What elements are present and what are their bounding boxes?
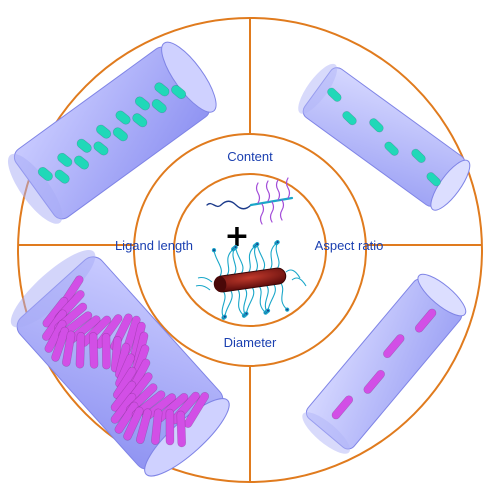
ligand-strand [254, 244, 258, 272]
cyan-rod [96, 124, 112, 139]
ligand-strand [264, 285, 269, 312]
ligand-end [255, 242, 260, 247]
ligand-end [244, 311, 249, 316]
magenta-rod [331, 395, 354, 420]
ligand-strand [213, 250, 222, 277]
magenta-rod [151, 408, 163, 445]
magenta-rod [176, 410, 187, 448]
ligand-strand [269, 242, 277, 270]
ligand-strand [232, 247, 237, 275]
label-ligand-length: Ligand length [115, 238, 193, 253]
inner-ring [173, 173, 327, 327]
ligand-strand [226, 248, 234, 276]
magenta-rods-sparse [331, 308, 437, 420]
cyan-rod [76, 138, 92, 153]
ligand-end [265, 308, 271, 313]
magenta-rod [62, 330, 76, 367]
cyan-rod [151, 99, 167, 114]
cyan-rods-sparse [327, 87, 441, 187]
ligand-strand [235, 247, 244, 274]
cyan-rod [426, 172, 441, 187]
ligand-end [233, 245, 238, 250]
cyan-rod [171, 85, 187, 100]
cyan-rods-cluster-dense [37, 82, 187, 184]
magenta-rod [123, 406, 144, 441]
ligand-strand [248, 245, 256, 273]
ligand-strand [195, 284, 211, 291]
cyan-rod [57, 152, 73, 167]
magenta-rod [51, 326, 70, 362]
ligand-strand [291, 277, 307, 287]
ligand-strand [280, 283, 288, 311]
cylinder-top-right [298, 63, 471, 211]
cyan-rod [384, 141, 399, 156]
ligand-strand [285, 269, 301, 279]
gold-nanorod [213, 267, 287, 293]
ligand-strand [243, 288, 248, 315]
cyan-rod [342, 111, 357, 126]
cyan-rod [369, 118, 384, 133]
cylinder-bottom-right [302, 273, 467, 454]
ligand-strand [259, 286, 266, 314]
ligand-end [285, 307, 290, 312]
magenta-rod [88, 332, 99, 369]
cyan-rod [327, 87, 342, 102]
label-aspect-ratio: Aspect ratio [315, 238, 384, 253]
cyan-rod [154, 82, 170, 97]
cyan-rod [411, 148, 426, 163]
magenta-rods-twisted-dense [41, 275, 210, 448]
label-content: Content [227, 149, 273, 164]
cyan-rod [112, 127, 128, 142]
magenta-rod [75, 331, 86, 369]
cyan-rod [93, 141, 109, 156]
magenta-rod [114, 401, 139, 434]
ligand-strand [221, 291, 226, 318]
ligand-end [222, 314, 227, 319]
ring-structure [17, 17, 483, 483]
magenta-rod [363, 369, 385, 394]
magenta-rod [183, 391, 210, 428]
magenta-rod [165, 408, 175, 446]
nanorod-ligands [195, 239, 307, 320]
ligand-strand [275, 241, 280, 269]
magenta-rod [101, 332, 111, 370]
cyan-rod [37, 166, 53, 181]
ligand-strand [237, 289, 245, 317]
ligand-end [211, 248, 217, 253]
cylinder-top-left [7, 41, 217, 224]
cyan-rod [54, 169, 70, 184]
ligand-end [275, 239, 280, 245]
cyan-rod [134, 96, 150, 111]
cyan-rod [74, 155, 90, 170]
label-diameter: Diameter [224, 335, 277, 350]
magenta-rod [383, 334, 405, 359]
ligand-strand [267, 284, 276, 311]
cylinder-bottom-left [10, 250, 230, 477]
ligand-strand [197, 276, 213, 283]
cyan-rod [115, 110, 131, 125]
ligand-strand [224, 290, 233, 317]
polymer-chain [206, 177, 294, 225]
ligand-strand [256, 244, 266, 271]
magenta-rod [135, 408, 152, 445]
ligand-strand [245, 287, 255, 314]
cyan-rod [132, 113, 148, 128]
magenta-rod [414, 308, 437, 333]
